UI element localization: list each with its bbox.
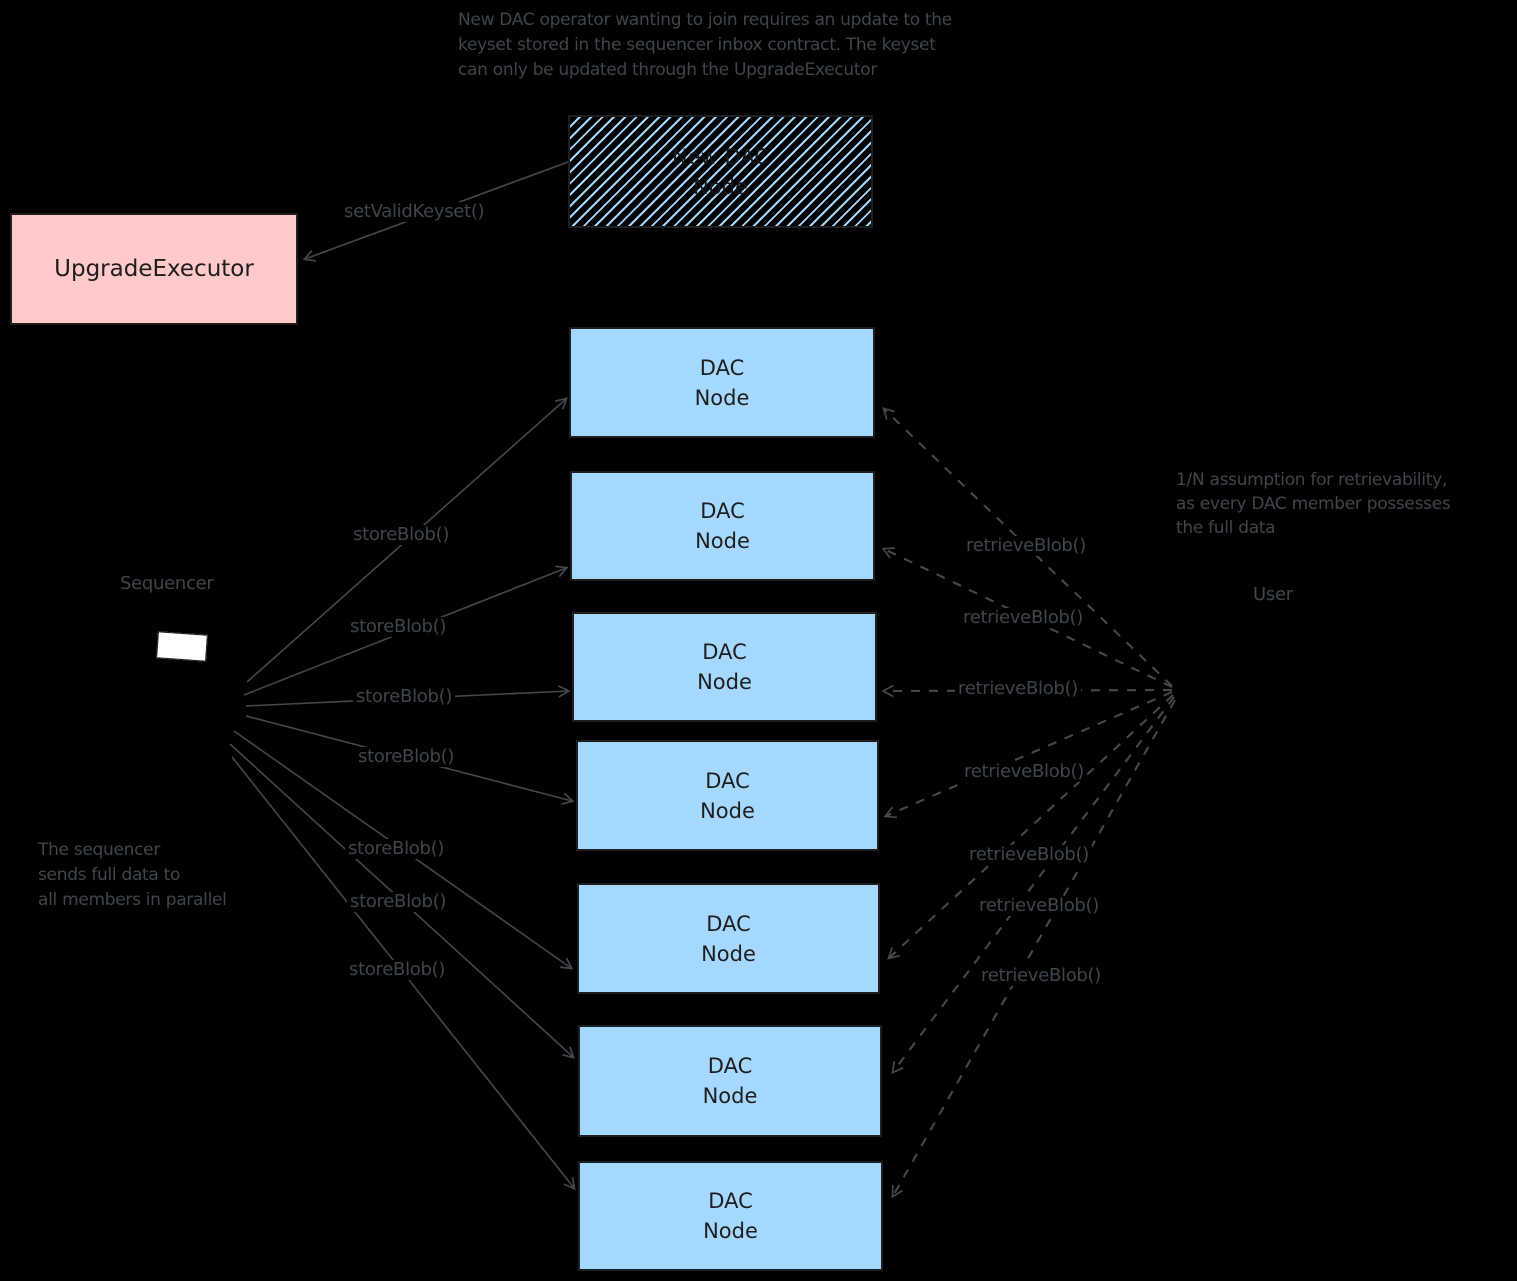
dac-node-box-4: DAC Node bbox=[576, 740, 879, 851]
retrieve-blob-label-5: retrieveBlob() bbox=[966, 845, 1092, 865]
retrieve-blob-arrow-4 bbox=[883, 691, 1173, 819]
store-blob-label-4: storeBlob() bbox=[355, 747, 458, 767]
dac-node-box-1: DAC Node bbox=[569, 327, 875, 438]
dac-node-box-5: DAC Node bbox=[577, 883, 880, 994]
top-note: New DAC operator wanting to join require… bbox=[458, 10, 952, 80]
dac-node-box-6: DAC Node bbox=[578, 1025, 882, 1137]
store-blob-label-7: storeBlob() bbox=[346, 960, 449, 980]
retrieve-blob-arrow-5 bbox=[887, 694, 1174, 960]
sequencer-batch-rect bbox=[156, 631, 208, 662]
store-blob-label-2: storeBlob() bbox=[347, 617, 450, 637]
retrieve-blob-label-6: retrieveBlob() bbox=[976, 896, 1102, 916]
dac-node-box-3: DAC Node bbox=[572, 612, 877, 722]
user-label: User bbox=[1253, 584, 1293, 605]
retrieve-blob-label-3: retrieveBlob() bbox=[955, 679, 1081, 699]
set-valid-keyset-label: setValidKeyset() bbox=[341, 202, 488, 222]
retrieve-blob-label-7: retrieveBlob() bbox=[978, 966, 1104, 986]
dac-node-box-2: DAC Node bbox=[570, 471, 875, 581]
retrieve-blob-arrow-7 bbox=[891, 699, 1176, 1199]
retrieve-blob-label-4: retrieveBlob() bbox=[961, 762, 1087, 782]
store-blob-label-3: storeBlob() bbox=[353, 687, 456, 707]
store-blob-label-1: storeBlob() bbox=[350, 525, 453, 545]
sequencer-label: Sequencer bbox=[120, 573, 214, 594]
retrieve-blob-label-2: retrieveBlob() bbox=[960, 608, 1086, 628]
store-blob-label-5: storeBlob() bbox=[345, 839, 448, 859]
retrieve-blob-label-1: retrieveBlob() bbox=[963, 536, 1089, 556]
store-blob-label-6: storeBlob() bbox=[347, 892, 450, 912]
upgrade-executor-box: UpgradeExecutor bbox=[10, 213, 298, 325]
new-dac-node-box: New DAC Node bbox=[568, 115, 873, 228]
dac-node-box-7: DAC Node bbox=[578, 1161, 883, 1271]
left-note: The sequencer sends full data to all mem… bbox=[38, 840, 227, 910]
right-note: 1/N assumption for retrievability, as ev… bbox=[1176, 470, 1451, 538]
retrieve-blob-arrow-6 bbox=[891, 696, 1175, 1075]
